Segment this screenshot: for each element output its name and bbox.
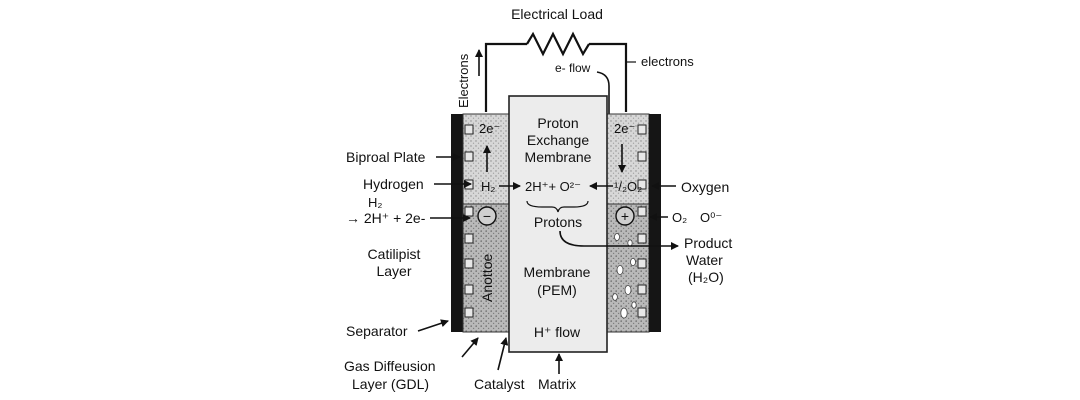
product-water-label-1: Product xyxy=(684,235,732,251)
membrane-reaction-label: 2H⁺+ O²⁻ xyxy=(525,179,581,194)
resistor-symbol xyxy=(526,31,590,57)
left-reaction-label: → 2H⁺ + 2e- xyxy=(346,210,426,226)
water-droplets xyxy=(612,233,637,319)
electrons-left-label: Electrons xyxy=(456,53,471,108)
catalyst-layer-label-1: Catilipist xyxy=(368,246,421,262)
e-flow-arrow xyxy=(596,71,613,159)
membrane-name-2: (PEM) xyxy=(537,282,577,298)
o-ion-label: O⁰⁻ xyxy=(700,210,722,225)
separator-pointer xyxy=(417,319,449,332)
electrons-right-label: electrons xyxy=(641,54,694,69)
svg-text:+: + xyxy=(621,208,629,224)
gas-channels-right xyxy=(637,124,647,318)
left-h2-label: H₂ xyxy=(368,195,382,210)
separator-label: Separator xyxy=(346,323,408,339)
fuel-cell xyxy=(451,95,661,353)
h-flow-label: H⁺ flow xyxy=(534,324,581,340)
membrane-name-1: Membrane xyxy=(524,264,591,280)
oxygen-label: Oxygen xyxy=(681,179,729,195)
gdl-label-2: Layer (GDL) xyxy=(352,376,429,392)
membrane-title-2: Exchange xyxy=(527,132,589,148)
anode-bipolar-plate xyxy=(451,114,463,332)
membrane-title-3: Membrane xyxy=(525,149,592,165)
membrane-title-1: Proton xyxy=(537,115,578,131)
e-flow-label: e- flow xyxy=(555,61,591,75)
bipolar-plate-label: Biproal Plate xyxy=(346,149,426,165)
proton-exchange-membrane xyxy=(508,95,608,353)
catalyst-layer-label-2: Layer xyxy=(376,263,411,279)
svg-text:−: − xyxy=(483,208,491,224)
protons-label: Protons xyxy=(534,214,582,230)
matrix-label: Matrix xyxy=(538,376,576,392)
catalyst-pointer xyxy=(497,337,509,371)
product-water-arrow xyxy=(559,230,679,250)
o2-label: O₂ xyxy=(672,210,687,225)
anode-vertical-label: Anottoe xyxy=(479,254,495,302)
product-water-label-2: Water xyxy=(686,252,723,268)
anode-minus-symbol: − xyxy=(477,206,497,226)
load-title: Electrical Load xyxy=(511,6,603,22)
cathode-bipolar-plate xyxy=(649,114,661,332)
cathode-plus-symbol: + xyxy=(615,206,635,226)
anode-h2-label: H₂ xyxy=(481,179,495,194)
cathode-o2-label: ¹/₂O₂ xyxy=(614,179,642,194)
anode-electrons-label: 2e⁻ xyxy=(479,121,500,136)
product-water-label-3: (H₂O) xyxy=(688,269,724,285)
gdl-pointer xyxy=(461,337,479,358)
hydrogen-label: Hydrogen xyxy=(363,176,424,192)
external-circuit xyxy=(484,31,636,112)
protons-brace xyxy=(526,200,589,213)
cathode-electrons-label: 2e⁻ xyxy=(614,121,635,136)
catalyst-label: Catalyst xyxy=(474,376,525,392)
gdl-label-1: Gas Diffeusion xyxy=(344,358,436,374)
